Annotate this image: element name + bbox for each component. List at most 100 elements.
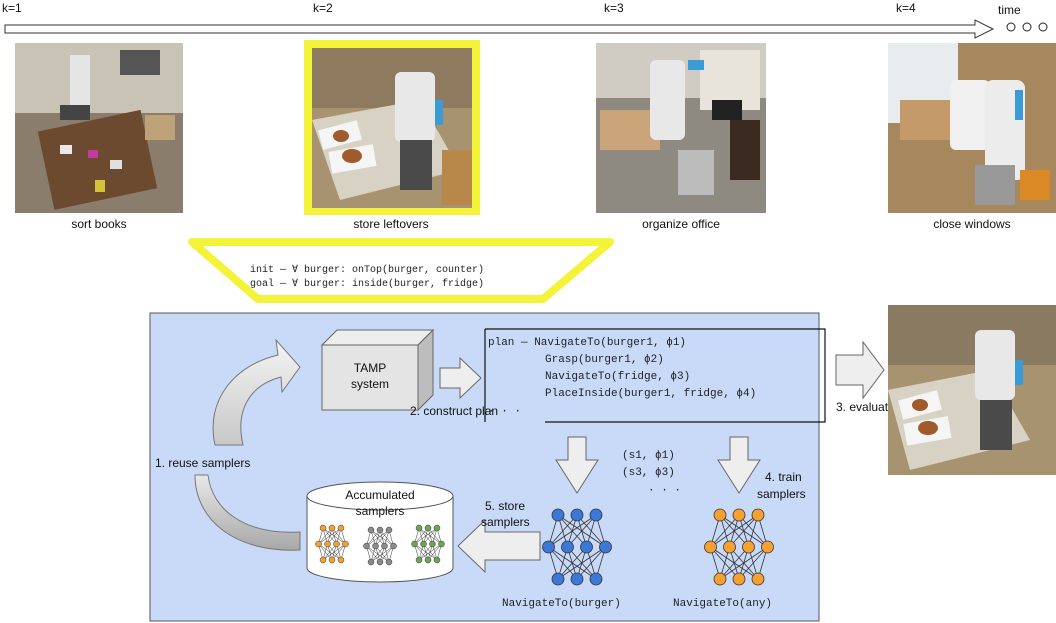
accumulated-label-1: Accumulated: [345, 488, 414, 502]
net-node: [376, 558, 384, 566]
accumulated-label-2: samplers: [356, 504, 405, 518]
plan-line-5: · · ·: [488, 406, 521, 418]
scene-evaluate: [888, 305, 1056, 475]
net-node: [438, 540, 445, 548]
stored-net-orange: [315, 524, 349, 564]
net-node: [723, 540, 736, 554]
net-node: [599, 540, 612, 554]
net-edge: [427, 543, 442, 561]
task-label-organize-office: organize office: [642, 217, 720, 231]
spec-goal: goal — ∀ burger: inside(burger, fridge): [250, 278, 484, 290]
net-node: [385, 526, 393, 534]
net-node: [337, 524, 345, 532]
net-edge: [318, 527, 333, 545]
arrow-down-store: [555, 436, 599, 494]
net-node: [337, 556, 345, 564]
net-node: [570, 572, 584, 586]
net-node: [415, 556, 423, 564]
scene-organize-office: [596, 43, 766, 213]
task-label-store-leftovers: store leftovers: [353, 217, 428, 231]
net-label-blue: NavigateTo(burger): [502, 598, 621, 610]
net-node: [319, 524, 327, 532]
step-evaluate: 3. evaluate: [836, 400, 895, 414]
net-edge: [710, 514, 740, 548]
net-edge: [327, 527, 342, 545]
net-node: [742, 540, 755, 554]
net-node: [367, 558, 375, 566]
task-spec-funnel: [188, 238, 614, 303]
net-edge: [322, 543, 346, 561]
net-edge: [318, 527, 342, 545]
net-node: [324, 540, 331, 548]
timeline-arrow: [4, 19, 995, 39]
plan-line-3: NavigateTo(fridge, ϕ3): [545, 371, 690, 383]
net-node: [363, 542, 370, 550]
net-edge: [719, 546, 749, 580]
step-store-line1: 5. store: [485, 499, 525, 513]
net-node: [551, 572, 565, 586]
net-label-orange: NavigateTo(any): [673, 598, 772, 610]
net-node: [761, 540, 774, 554]
net-node: [561, 540, 574, 554]
net-node: [372, 542, 379, 550]
net-edge: [548, 514, 597, 548]
net-node: [542, 540, 555, 554]
arrow-to-storage: [457, 518, 541, 574]
net-node: [704, 540, 717, 554]
net-node: [713, 508, 727, 522]
net-node: [570, 508, 584, 522]
step-construct-plan: 2. construct plan: [410, 404, 498, 418]
timeline: k=1 k=2 k=3 k=4 time: [2, 1, 1048, 39]
net-edge: [576, 546, 606, 580]
net-edge: [710, 514, 759, 548]
net-edge: [719, 546, 768, 580]
net-edge: [366, 529, 381, 547]
tamp-label-line2: system: [351, 377, 389, 391]
net-edge: [557, 546, 587, 580]
plan-line-2: Grasp(burger1, ϕ2): [545, 354, 664, 366]
net-edge: [414, 527, 429, 545]
step-train-line2: samplers: [757, 487, 806, 501]
pair-1: (s1, ϕ1): [622, 450, 675, 462]
sampler-networks: [315, 508, 774, 586]
net-node: [589, 572, 603, 586]
step-reuse-samplers: 1. reuse samplers: [155, 456, 250, 470]
stored-net-gray: [363, 526, 397, 566]
arrow-to-evaluate: [835, 340, 885, 400]
tamp-system-box: [320, 328, 435, 412]
net-node: [429, 540, 436, 548]
net-node: [415, 524, 423, 532]
pair-2: (s3, ϕ3): [622, 467, 675, 479]
plan-line-4: PlaceInside(burger1, fridge, ϕ4): [545, 388, 756, 400]
net-node: [411, 540, 418, 548]
net-node: [420, 540, 427, 548]
net-edge: [331, 543, 346, 561]
step-label-k3: k=3: [604, 1, 624, 15]
scene-sort-books: [15, 43, 183, 213]
net-edge: [738, 546, 768, 580]
net-edge: [423, 527, 438, 545]
net-edge: [322, 543, 337, 561]
net-node: [424, 524, 432, 532]
net-node: [390, 542, 397, 550]
net-edge: [567, 514, 597, 548]
net-node: [580, 540, 593, 554]
net-edge: [548, 514, 578, 548]
net-node: [328, 524, 336, 532]
net-node: [732, 572, 746, 586]
reuse-arrow: [212, 338, 301, 446]
net-edge: [414, 527, 438, 545]
pair-ellipsis: · · ·: [648, 485, 681, 497]
task-label-sort-books: sort books: [71, 217, 126, 231]
step-store-line2: samplers: [481, 515, 530, 529]
net-node: [732, 508, 746, 522]
step-train-line1: 4. train: [765, 470, 802, 484]
net-node: [424, 556, 432, 564]
net-node: [342, 540, 349, 548]
arrow-down-train: [717, 436, 761, 494]
net-edge: [370, 545, 394, 563]
net-edge: [366, 529, 390, 547]
plan-box: [484, 328, 826, 423]
spec-init: init — ∀ burger: onTop(burger, counter): [250, 264, 484, 276]
